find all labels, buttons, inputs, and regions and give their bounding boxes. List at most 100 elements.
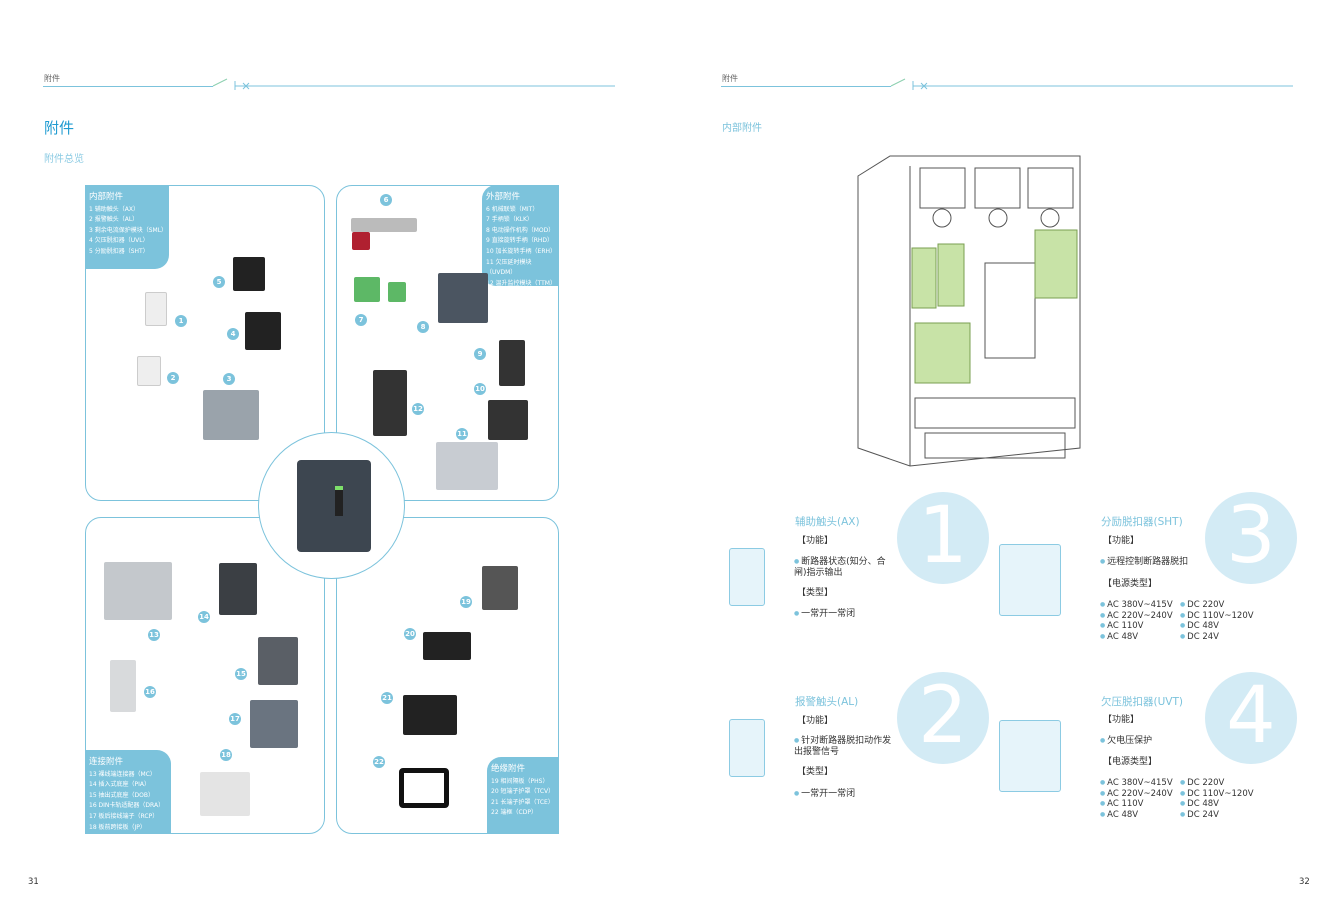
voltage-item: DC 110V~120V [1180, 789, 1260, 800]
switch-line-icon [212, 78, 615, 90]
label-item: 21 长端子护罩（TCE） [491, 798, 554, 806]
label-item: 6 机械联锁（MIT） [486, 205, 539, 213]
type-label: 【类型】 [797, 588, 834, 598]
product-tcv [423, 632, 471, 660]
label-item: 19 相间隔板（PHS） [491, 777, 549, 785]
section-title: 欠压脱扣器(UVT) [1101, 696, 1183, 708]
section-number-badge: 1 [897, 492, 989, 584]
voltage-item: DC 24V [1180, 632, 1260, 643]
badge: 1 [175, 315, 187, 327]
external-label: 外部附件 6 机械联锁（MIT） 7 手柄锁（KLK） 8 电动操作机构（MOD… [482, 185, 559, 287]
label-item: 7 手柄锁（KLK） [486, 216, 533, 224]
voltage-item: AC 220V~240V [1100, 611, 1180, 622]
voltage-item: DC 24V [1180, 810, 1260, 821]
product-phs [482, 566, 518, 610]
badge: 9 [474, 348, 486, 360]
insulation-accessories-panel [336, 517, 559, 834]
function-label: 【功能】 [797, 716, 834, 726]
section-title: 辅助触头(AX) [795, 516, 860, 528]
badge: 16 [144, 686, 156, 698]
voltage-item: AC 48V [1100, 810, 1180, 821]
product-klk-2 [388, 282, 406, 302]
voltage-item: DC 48V [1180, 621, 1260, 632]
product-pia [219, 563, 257, 615]
voltage-item: DC 110V~120V [1180, 611, 1260, 622]
badge: 4 [227, 328, 239, 340]
label-item: 11 欠压延时模块（UVDM） [486, 258, 532, 277]
label-item: 18 板前跨接板（JP） [89, 823, 146, 831]
label-heading: 绝缘附件 [491, 764, 526, 774]
label-item: 8 电动操作机构（MOD） [486, 226, 555, 234]
label-item: 15 抽出式底座（DOB） [89, 791, 155, 799]
label-item: 10 加长旋转手柄（ERH） [486, 247, 557, 255]
voltage-item: AC 220V~240V [1100, 789, 1180, 800]
page-header: 附件 [722, 74, 738, 83]
page-header: 附件 [44, 74, 60, 83]
product-cdp [399, 768, 449, 808]
internal-accessories-panel [85, 185, 325, 501]
voltage-item: AC 48V [1100, 632, 1180, 643]
page-title: 附件 [44, 119, 75, 137]
function-text: 断路器状态(知分、合闸)指示输出 [794, 556, 889, 579]
badge: 7 [355, 314, 367, 326]
connection-accessories-panel [85, 517, 325, 834]
type-text: 一常开一常闭 [794, 788, 855, 800]
badge: 10 [474, 383, 486, 395]
breaker-product-image [297, 460, 371, 552]
badge: 22 [373, 756, 385, 768]
header-rule [43, 86, 213, 87]
function-label: 【功能】 [1103, 536, 1140, 546]
product-rcp [250, 700, 298, 748]
product-ax [145, 292, 167, 326]
label-heading: 连接附件 [89, 757, 124, 767]
product-erh [488, 400, 528, 440]
auxiliary-contact-icon [729, 548, 765, 606]
product-mod [438, 273, 488, 323]
label-item: 1 辅助触头（AX） [89, 205, 139, 213]
section-number-badge: 4 [1205, 672, 1297, 764]
power-label: 【电源类型】 [1103, 579, 1158, 589]
voltage-item: DC 48V [1180, 799, 1260, 810]
section-subtitle: 附件总览 [44, 154, 84, 165]
label-item: 3 剩余电流保护模块（SML） [89, 226, 168, 234]
product-mc [104, 562, 172, 620]
product-klk [354, 277, 380, 302]
breaker-cutaway-drawing [857, 155, 1081, 467]
voltage-item: AC 110V [1100, 799, 1180, 810]
product-tce [403, 695, 457, 735]
label-item: 2 报警触头（AL） [89, 216, 139, 224]
section-title: 报警触头(AL) [795, 696, 859, 708]
alarm-contact-icon [729, 719, 765, 777]
voltage-list: AC 380V~415V DC 220V AC 220V~240V DC 110… [1100, 600, 1260, 642]
badge: 13 [148, 629, 160, 641]
function-text: 欠电压保护 [1100, 735, 1152, 747]
product-al [137, 356, 161, 386]
section-title: 分励脱扣器(SHT) [1101, 516, 1183, 528]
badge: 19 [460, 596, 472, 608]
label-item: 13 裸线端连接器（MC） [89, 770, 156, 778]
function-text: 针对断路器脱扣动作发出报警信号 [794, 735, 892, 758]
voltage-item: AC 380V~415V [1100, 600, 1180, 611]
label-item: 16 DIN卡轨适配器（DRA） [89, 802, 165, 810]
product-uvdm [436, 442, 498, 490]
internal-label: 内部附件 1 辅助触头（AX） 2 报警触头（AL） 3 剩余电流保护模块（SM… [85, 185, 169, 269]
voltage-item: DC 220V [1180, 778, 1260, 789]
badge: 17 [229, 713, 241, 725]
badge: 3 [223, 373, 235, 385]
type-text: 一常开一常闭 [794, 608, 855, 620]
badge: 21 [381, 692, 393, 704]
power-label: 【电源类型】 [1103, 757, 1158, 767]
product-dra [110, 660, 136, 712]
label-item: 12 温升监控模块（TTM） [486, 279, 556, 287]
label-item: 22 端框（CDP） [491, 809, 537, 817]
label-item: 14 插入式底座（PIA） [89, 781, 151, 789]
badge: 14 [198, 611, 210, 623]
section-number-badge: 2 [897, 672, 989, 764]
product-sht [233, 257, 265, 291]
insulation-label: 绝缘附件 19 相间隔板（PHS） 20 短端子护罩（TCV） 21 长端子护罩… [487, 757, 559, 834]
badge: 12 [412, 403, 424, 415]
product-sml [203, 390, 259, 440]
breaker-handle [335, 486, 343, 516]
product-jp [200, 772, 250, 816]
function-text: 远程控制断路器脱扣 [1100, 556, 1188, 568]
